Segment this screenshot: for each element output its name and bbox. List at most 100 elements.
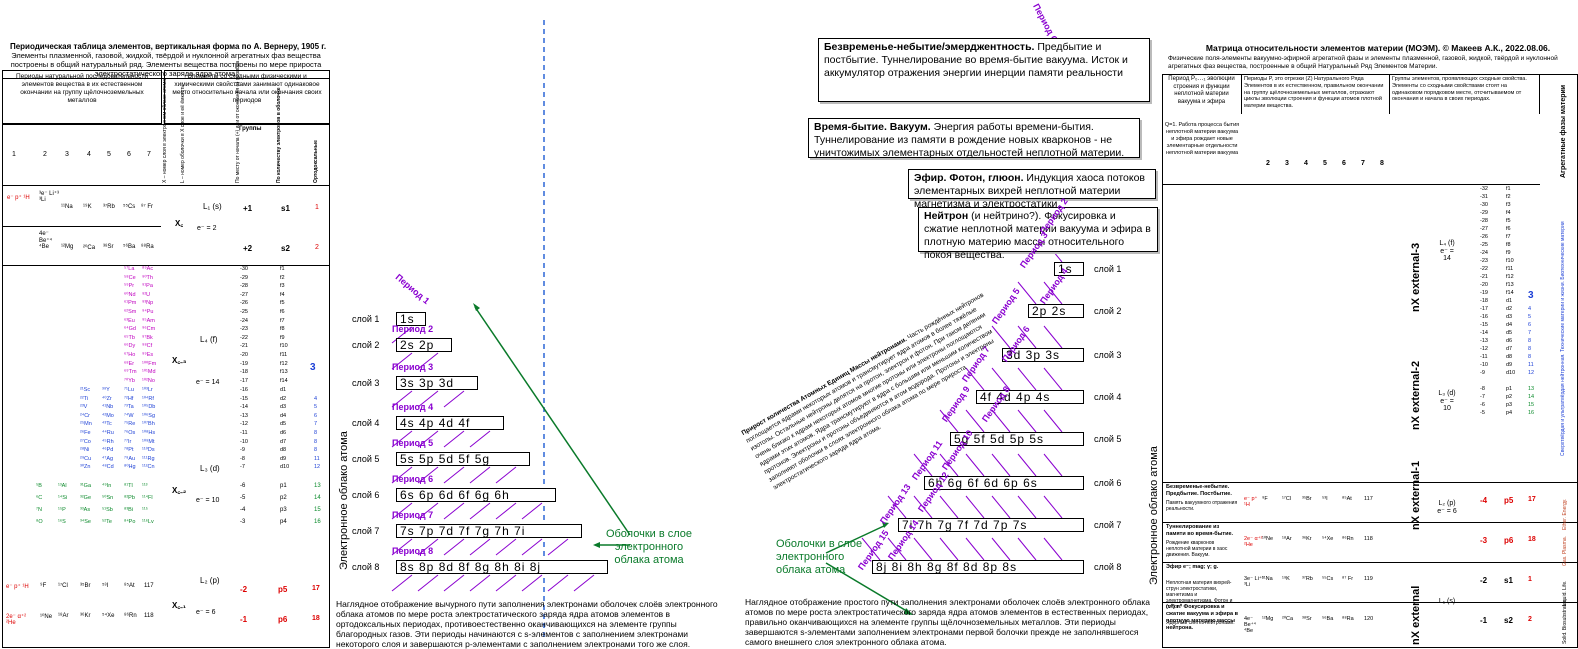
p-place: -1	[240, 615, 248, 624]
right-layer-label: слой 8	[1094, 562, 1122, 572]
mid-fill-arrow	[469, 502, 491, 520]
x-c: X꜀	[175, 219, 184, 228]
right-fill-arrow	[1017, 453, 1037, 477]
r-row-el: 117	[1364, 496, 1373, 502]
mid-fill-arrow	[391, 390, 413, 408]
p-el: ⁴⁹In	[102, 483, 112, 489]
mid-fill-arrow	[495, 574, 517, 592]
x-c3: X꜀₋₃	[172, 356, 187, 365]
f-place: -24	[240, 317, 248, 324]
f-place: -20	[240, 352, 248, 358]
right-layer-label: слой 1	[1094, 264, 1122, 274]
l2-label: L₂ (p)	[200, 576, 220, 585]
right-fill-arrow	[965, 453, 985, 477]
ortho-2: 2	[315, 244, 319, 251]
d-el: ⁷⁸Pt	[124, 447, 134, 454]
f-el-b: ⁹⁶Cm	[142, 326, 156, 333]
r-row-el: ⁸⁷ Fr	[1342, 576, 1354, 582]
r-d-ortho: 7	[1528, 330, 1532, 336]
r-row-el: ³⁶Kr	[1302, 536, 1312, 542]
p-el: ⁸³Bi	[124, 507, 134, 513]
d-shell: d10	[280, 464, 290, 471]
p-shell: p1	[280, 483, 287, 489]
mid-shell-row: 7s 7p 7d 7f 7g 7h 7i	[396, 524, 582, 538]
r-f-place: -30	[1480, 202, 1488, 208]
mid-fill-arrow	[469, 538, 491, 556]
r-d-place: -10	[1480, 362, 1488, 368]
p-ortho: 17	[312, 585, 320, 592]
r-row-el: ⁸⁶Rn	[1342, 536, 1354, 542]
r-f-place: -20	[1480, 282, 1488, 288]
r-p-place: -5	[1480, 410, 1485, 416]
f-shell: f13	[280, 369, 288, 376]
d-el: ⁴⁵Rh	[102, 438, 114, 445]
right-fill-arrow	[1043, 537, 1063, 561]
mid-fill-arrow	[417, 430, 439, 448]
right-caption: Наглядное отображение простого пути запо…	[745, 597, 1151, 647]
right-fill-arrow	[1017, 325, 1037, 349]
mid-period-label: Период 3	[392, 362, 434, 372]
f-place: -28	[240, 283, 248, 290]
right-fill-arrow	[965, 409, 985, 433]
f-el-b: ⁹²U	[142, 291, 151, 298]
r-row-sub: Неплотная материя вихрей-струн электрост…	[1166, 580, 1233, 610]
d-el: ⁴²Mo	[102, 412, 114, 419]
f-shell: f5	[280, 300, 285, 307]
d-shell: d9	[280, 455, 287, 462]
r-row-ortho: 18	[1528, 536, 1536, 543]
mid-fill-arrow	[443, 390, 465, 408]
box4-bold: Нейтрон	[924, 210, 969, 222]
mid-fill-arrow	[391, 466, 413, 484]
mid-shell-row: 4s 4p 4d 4f	[396, 416, 504, 430]
d-el: ⁴⁴Ru	[102, 430, 114, 436]
r-d-shell: d1	[1506, 298, 1513, 304]
box4-text: (и нейтрино?). Фокусировка и сжатие непл…	[924, 210, 1151, 261]
r-d-ortho: 8	[1528, 338, 1532, 344]
shell-s2: s2	[281, 244, 290, 253]
p-shell: p6	[278, 615, 288, 624]
r-f-place: -26	[1480, 234, 1488, 240]
r-d-shell: d10	[1506, 370, 1516, 376]
box3-bold: Эфир. Фотон, глюон.	[914, 172, 1024, 184]
col-5: 5	[107, 151, 111, 158]
r-d-place: -18	[1480, 298, 1488, 304]
r-p-place: -7	[1480, 394, 1485, 400]
el-ca: ²⁰Ca	[83, 245, 96, 251]
box-vacuum: Время-бытие. Вакуум. Энергия работы врем…	[808, 118, 1140, 159]
d-ortho: 6	[314, 412, 318, 419]
d-el: ¹⁰⁶Sg	[142, 412, 156, 419]
mid-fill-arrow	[391, 502, 413, 520]
el-h: e⁻ p⁺ ¹H	[7, 195, 30, 201]
right-fill-arrow	[1043, 409, 1063, 433]
r-f-shell: f2	[1506, 194, 1511, 200]
f-shell: f7	[280, 317, 285, 324]
d-place: -11	[240, 430, 248, 436]
p-el: ¹⁰Ne	[40, 614, 53, 620]
d-el: ¹⁰⁴Rf	[142, 395, 154, 402]
p-el: ¹⁵P	[58, 507, 66, 513]
p-el: ⁸⁶Rn	[124, 613, 137, 619]
d-shell: d4	[280, 412, 287, 419]
p-el: ⁵⁰Sn	[102, 495, 114, 501]
p-el: ³⁴Se	[80, 519, 91, 525]
r-row-place: -3	[1480, 536, 1488, 545]
p-shell: p2	[280, 495, 287, 501]
r-row-el: 120	[1364, 616, 1374, 622]
d-place: -12	[240, 421, 248, 428]
r-row-el: 118	[1364, 536, 1373, 542]
r-l3: L₃ (d) e⁻ = 10	[1438, 390, 1456, 412]
f-place: -23	[240, 326, 248, 333]
mid-layer-label: слой 7	[352, 526, 380, 536]
phase-gas: Gas. Plasma.	[1562, 535, 1568, 566]
p-place: -4	[240, 507, 246, 513]
p-el: ¹¹⁶Lv	[142, 519, 154, 525]
r-row-el: ⁸⁸Ra	[1342, 616, 1354, 622]
col-7: 7	[147, 151, 151, 158]
r-p-place: -6	[1480, 402, 1485, 408]
right-fill-arrow	[965, 367, 985, 391]
r-f-shell: f4	[1506, 210, 1511, 216]
r-row-el: ¹⁹K	[1282, 576, 1290, 582]
d-shell: d7	[280, 438, 287, 445]
f-el-a: ⁶³Eu	[124, 317, 135, 324]
r-row-el: ³⁵Br	[1302, 496, 1312, 502]
